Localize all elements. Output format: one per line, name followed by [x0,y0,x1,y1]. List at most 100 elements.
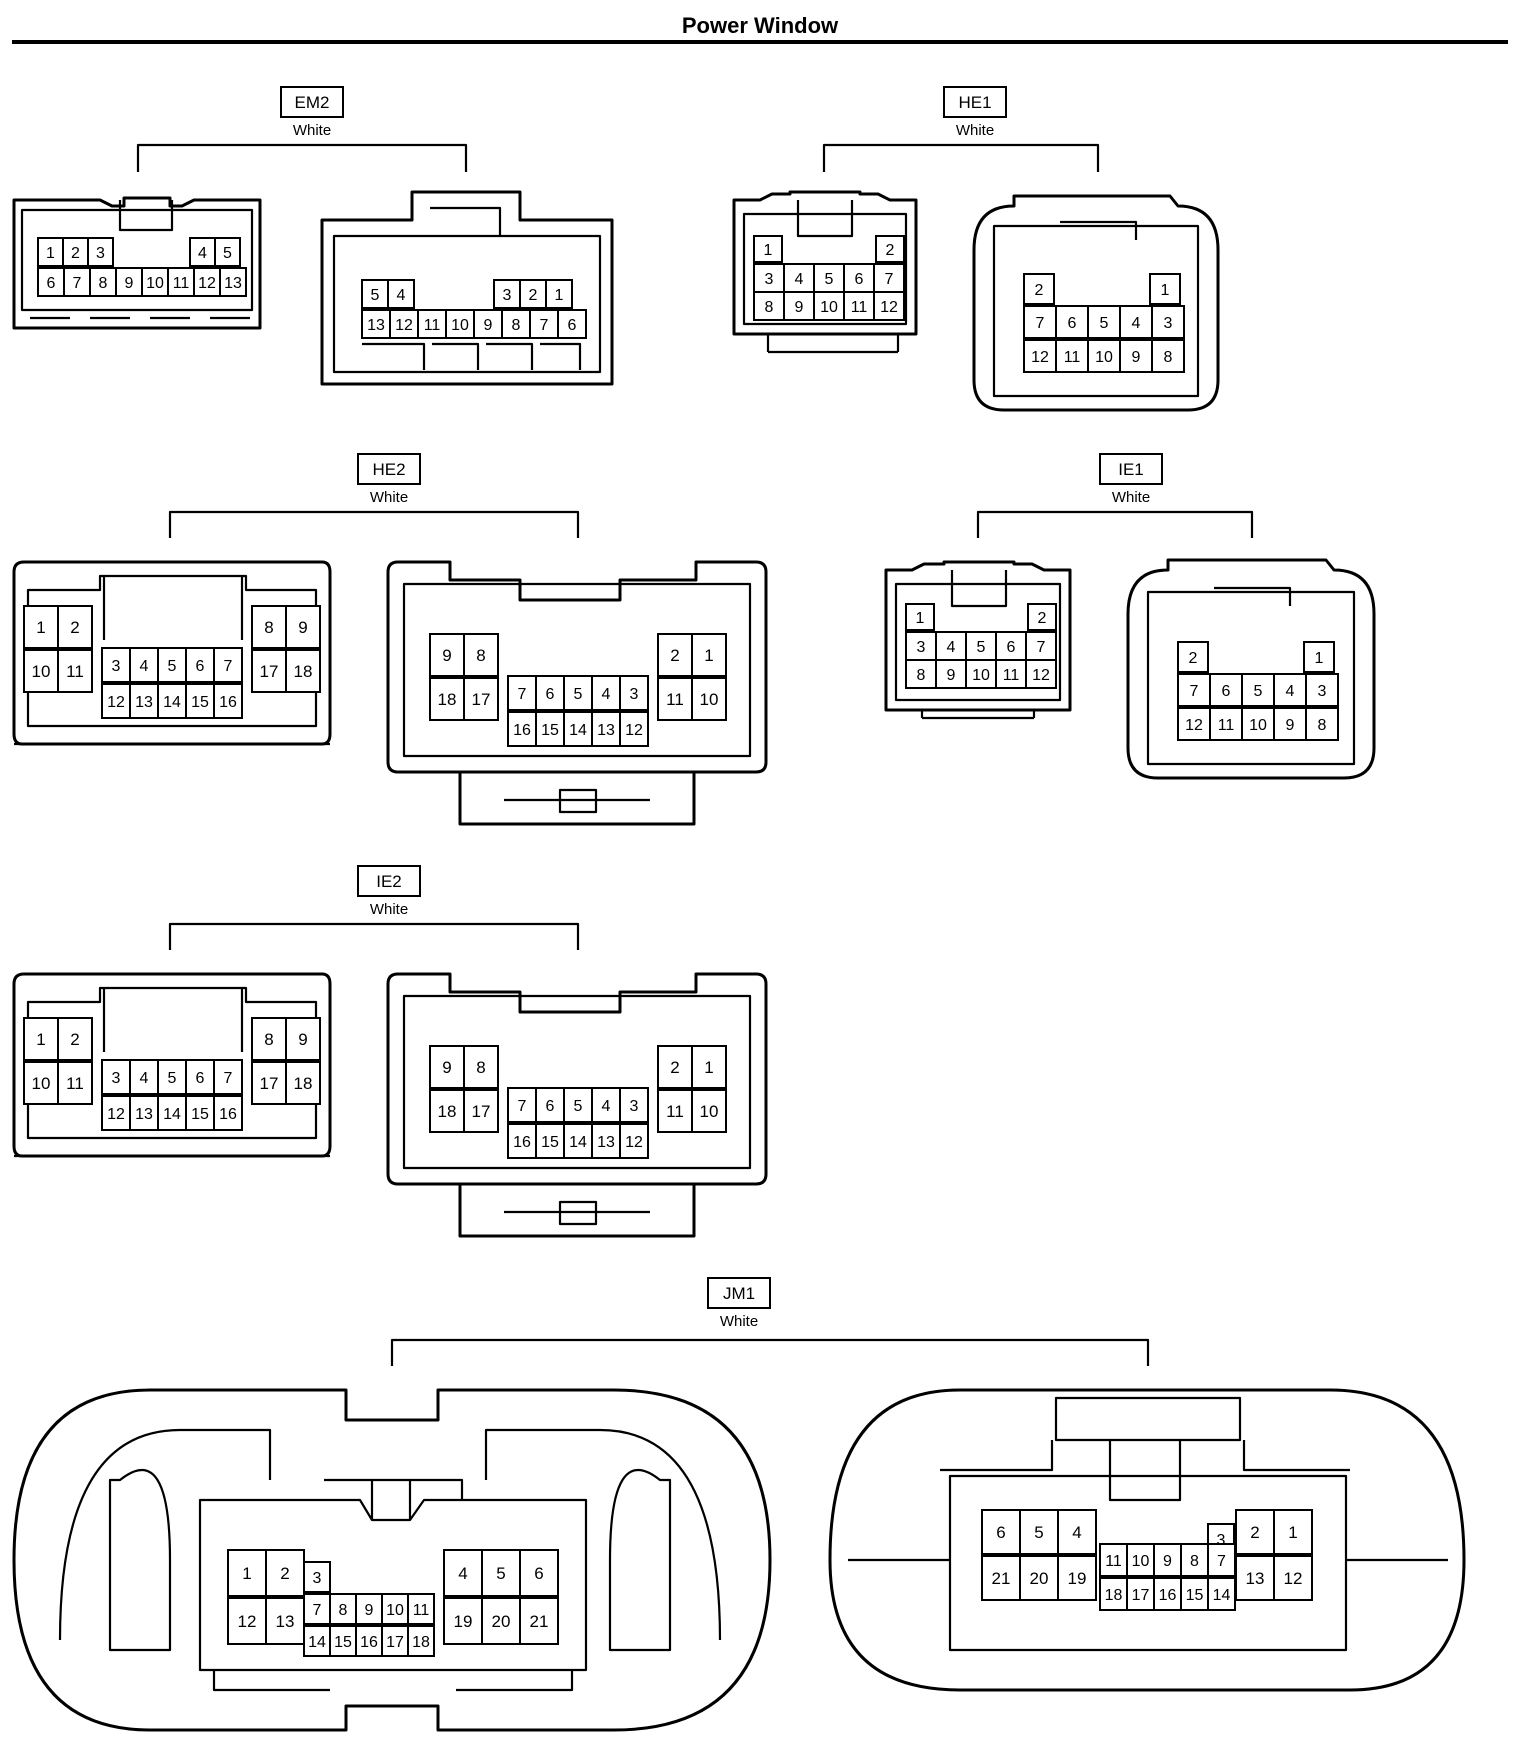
em2-left-pin-box [62,237,89,267]
he2-left-pin-number: 11 [66,662,84,681]
ie2-right-face [386,972,768,1238]
he2-left-pin-number: 18 [294,662,313,681]
ie1-left-pin-number: 9 [947,667,956,684]
he2-left-pin-box [23,649,59,693]
connector-color-label: White [293,122,331,139]
em2-left-pin-number: 4 [198,245,207,262]
ie1-right-pin-number: 1 [1315,650,1324,667]
em2-right-pin-box [361,309,391,339]
connector-ie1: IE1 White [884,453,1376,780]
jm1-left-pin-number: 1 [242,1564,251,1583]
jm1-right-pin-box [1153,1543,1182,1577]
he1-right-pin-box [1151,305,1185,339]
jm1-left-pin-box [407,1625,435,1657]
he1-left-pin-box [843,291,875,321]
ie2-right-pin-number: 1 [704,1058,713,1077]
jm1-right-pin-number: 6 [996,1523,1005,1542]
em2-right-pin-box [387,279,415,309]
jm1-right-pin-box [1057,1509,1097,1555]
em2-right-pin-number: 4 [397,287,406,304]
jm1-right-pin-box [1180,1577,1209,1611]
jm1-left-pin-box [303,1625,331,1657]
em2-right-pin-number: 9 [484,317,493,334]
he2-left-pin-number: 10 [32,662,51,681]
ie1-right-pin-number: 7 [1190,683,1199,700]
em2-right-pin-number: 11 [424,317,441,334]
em2-right-pin-box [493,279,521,309]
he1-right-pin-number: 10 [1095,349,1113,366]
jm1-right-pin-number: 13 [1246,1569,1265,1588]
jm1-left-face [12,1388,772,1732]
he1-left-pin-number: 10 [820,299,838,316]
ie2-left-pin-box [251,1017,287,1061]
connector-tag-jm1: JM1 White [707,1277,771,1330]
em2-left-pin-number: 13 [224,275,242,292]
jm1-left-pin-box [329,1593,357,1625]
ie2-left-pin-box [23,1061,59,1105]
connector-color-label: White [370,901,408,918]
ie2-right-pin-box [591,1087,621,1123]
he2-left-pin-number: 9 [298,618,307,637]
jm1-right-pin-box [1153,1577,1182,1611]
jm1-left-pin-box [355,1625,383,1657]
em2-left-pin-box [37,237,64,267]
he2-left-pin-box [23,605,59,649]
em2-left-pin-number: 1 [46,245,55,262]
jm1-left-pin-box [443,1597,483,1645]
ie2-right-pin-number: 5 [574,1098,583,1115]
ie2-left-pin-number: 15 [191,1106,209,1123]
he1-left-pin-box [873,263,905,293]
he2-left-pin-number: 16 [219,694,237,711]
connector-tag-he2: HE2 White [357,453,421,506]
he1-left-pin-number: 6 [855,271,864,288]
he2-left-pin-number: 6 [196,658,205,675]
ie1-left-pin-box [1025,659,1057,689]
jm1-right-pin-number: 18 [1105,1587,1123,1604]
jm1-right-pin-number: 4 [1072,1523,1081,1542]
ie1-left-pin-box [905,631,937,661]
jm1-left-pin-number: 2 [280,1564,289,1583]
he1-left-pin-number: 11 [851,299,868,316]
he2-left-pin-number: 13 [135,694,153,711]
he2-left-pin-box [185,683,215,719]
jm1-right-pin-box [1019,1509,1059,1555]
jm1-left-pin-number: 4 [458,1564,467,1583]
he2-left-pin-box [213,647,243,683]
he1-right-pin-box [1119,339,1153,373]
he1-left-pin-number: 5 [825,271,834,288]
em2-left-face [12,196,262,330]
he2-left-pin-number: 14 [163,694,181,711]
he2-right-pin-number: 14 [569,722,587,739]
em2-left-pin-box [219,267,247,297]
ie2-right-pin-number: 17 [472,1102,491,1121]
he2-left-pin-box [285,605,321,649]
ie1-left-pin-number: 11 [1003,667,1020,684]
connector-code: HE1 [958,93,991,112]
jm1-right-pin-number: 5 [1034,1523,1043,1542]
ie1-left-pin-box [995,631,1027,661]
ie2-left-pin-number: 11 [66,1074,84,1093]
he1-left-pin-box [753,235,783,263]
ie2-right-pin-number: 2 [670,1058,679,1077]
jm1-left-pin-box [265,1549,305,1597]
jm1-left-pin-number: 14 [308,1634,326,1651]
ie1-left-pin-number: 7 [1037,639,1046,656]
he1-right-pin-number: 11 [1064,349,1081,366]
pairing-bracket [390,1338,1150,1366]
ie1-right-pin-box [1305,707,1339,741]
em2-right-pin-number: 6 [568,317,577,334]
ie2-left-pin-box [57,1017,93,1061]
em2-right-pin-box [519,279,547,309]
ie2-left-pin-number: 13 [135,1106,153,1123]
ie2-left-pin-number: 6 [196,1070,205,1087]
ie1-left-pin-number: 10 [972,667,990,684]
jm1-left-pin-box [303,1561,331,1593]
em2-left-pin-number: 3 [96,245,105,262]
ie2-right-pin-number: 4 [602,1098,611,1115]
em2-left-pin-number: 2 [71,245,80,262]
ie1-left-pin-box [965,659,997,689]
he2-right-pin-number: 13 [597,722,615,739]
he1-left-face [732,190,918,354]
ie1-right-pin-box [1209,673,1243,707]
he1-right-pin-number: 12 [1031,349,1049,366]
